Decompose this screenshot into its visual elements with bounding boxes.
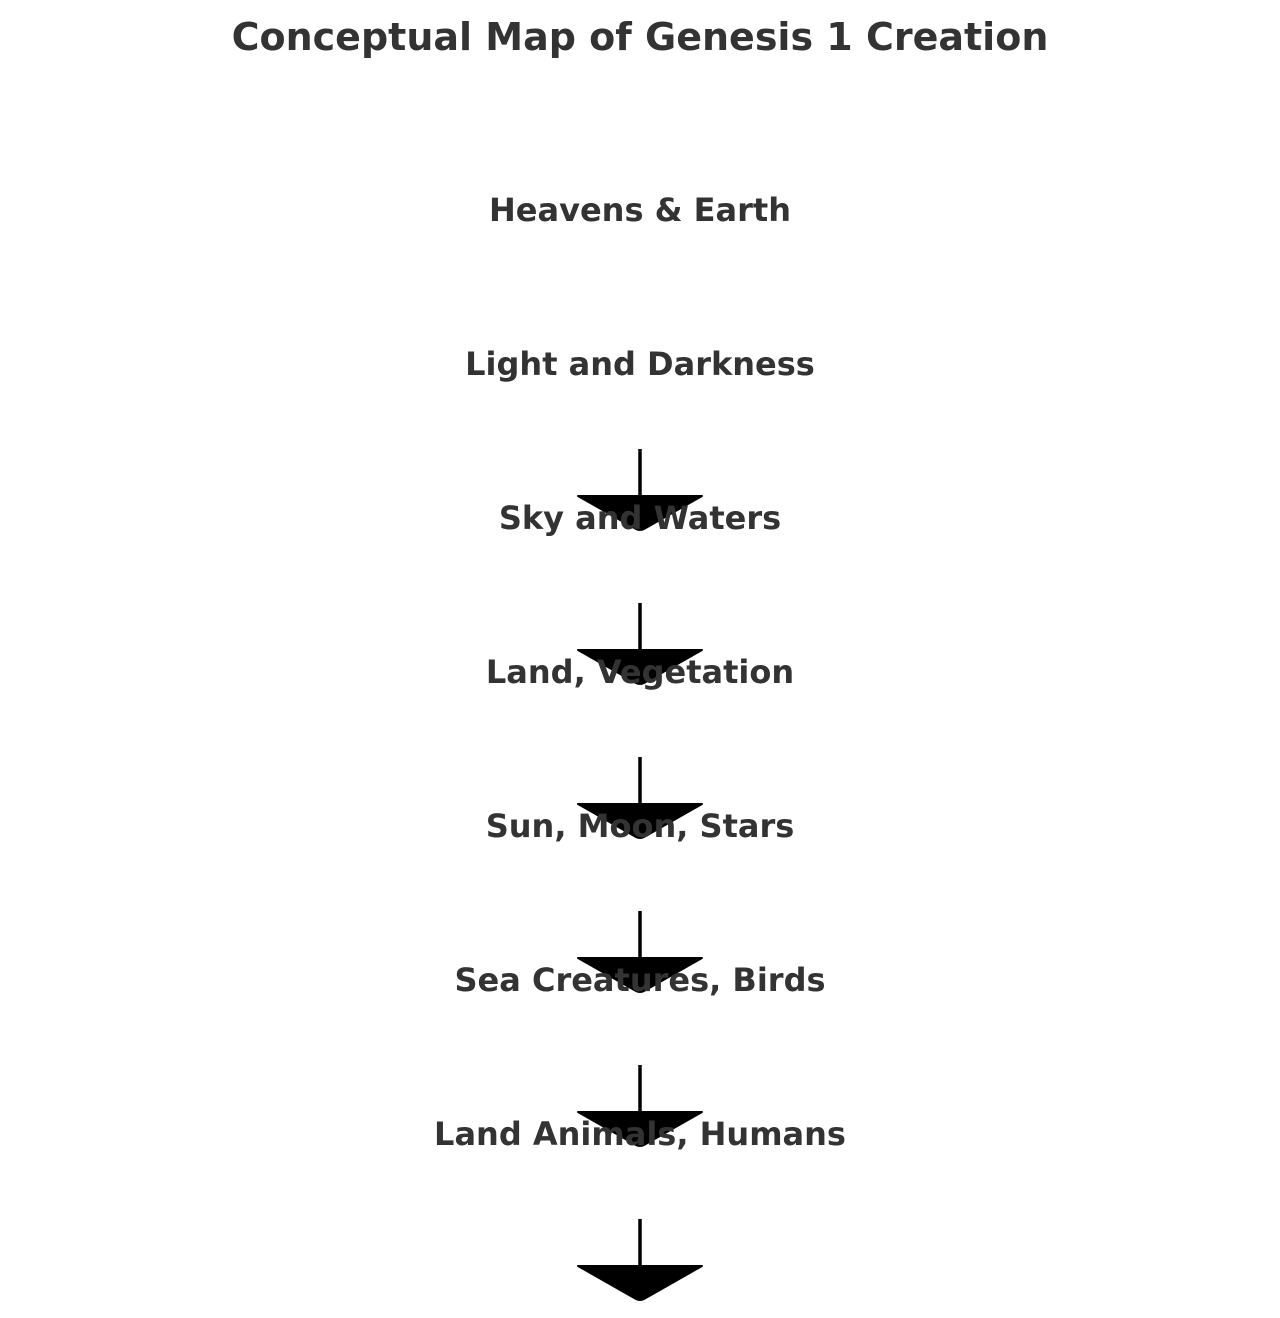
node-light-darkness: Light and Darkness (465, 345, 815, 383)
node-land-animals-humans: Land Animals, Humans (434, 1115, 846, 1153)
down-arrow-icon (577, 757, 703, 839)
node-land-vegetation: Land, Vegetation (485, 653, 795, 691)
diagram-title: Conceptual Map of Genesis 1 Creation (231, 15, 1049, 59)
node-heavens-earth: Heavens & Earth (489, 191, 791, 229)
node-sky-waters: Sky and Waters (498, 499, 782, 537)
node-sun-moon-stars: Sun, Moon, Stars (485, 807, 795, 845)
down-arrow-icon (577, 1065, 703, 1147)
down-arrow-icon (577, 449, 703, 531)
down-arrow-icon (577, 603, 703, 685)
down-arrow-icon (577, 1219, 703, 1301)
down-arrow-icon (577, 911, 703, 993)
node-sea-creatures-birds: Sea Creatures, Birds (454, 961, 826, 999)
